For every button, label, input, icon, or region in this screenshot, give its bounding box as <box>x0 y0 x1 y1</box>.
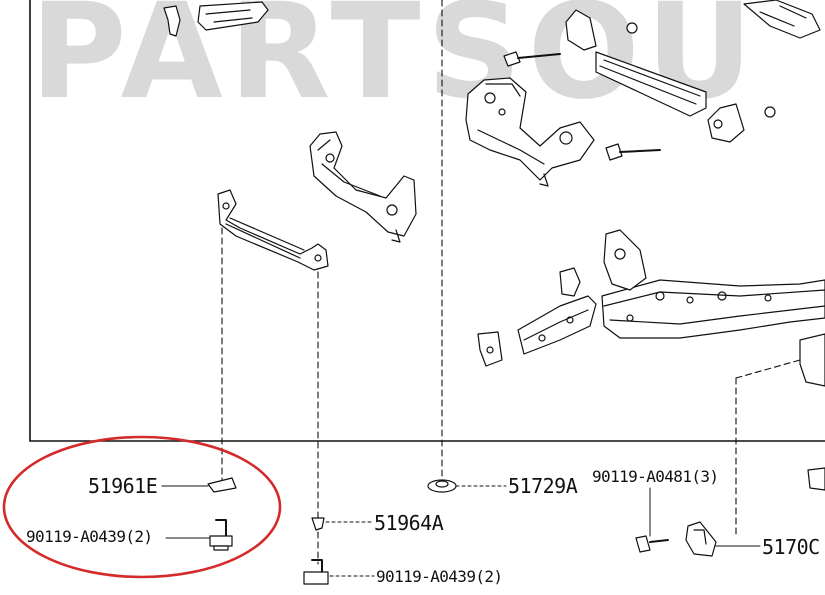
cushion-51729A <box>427 479 457 493</box>
watermark-text: PARTSOU <box>30 0 760 129</box>
diagram-frame <box>29 0 825 442</box>
highlight-ring <box>2 435 282 579</box>
hardware-parts <box>207 477 717 585</box>
bolt-bottom <box>303 559 329 585</box>
right-edge-bracket <box>799 333 825 491</box>
plate-51961E <box>207 477 237 493</box>
center-crossmember <box>309 131 417 243</box>
part-label-90119-A0439-bottom: 90119-A0439(2) <box>376 567 503 586</box>
bolt-right <box>635 535 669 553</box>
upper-bracket-left <box>163 1 269 37</box>
bolt-left <box>209 519 233 551</box>
label-leaders <box>161 485 761 577</box>
dashed-leaders <box>221 0 801 565</box>
stabilizer-bar-bracket <box>217 189 329 271</box>
nut-bracket-5170C <box>685 521 717 557</box>
part-label-51729A: 51729A <box>508 474 578 498</box>
lower-mid-brackets <box>477 267 597 367</box>
cap-51964A <box>311 517 325 531</box>
bolt-top-group <box>503 22 776 161</box>
frame-rail <box>601 229 825 339</box>
part-label-90119-A0439-left: 90119-A0439(2) <box>26 527 153 546</box>
part-label-51964A: 51964A <box>374 511 444 535</box>
part-label-51961E: 51961E <box>88 474 158 498</box>
upper-center-bracket <box>465 77 595 187</box>
part-label-90119-A0481: 90119-A0481(3) <box>592 467 719 486</box>
part-label-5170C: 5170C <box>762 535 820 559</box>
upper-cross-member <box>565 0 821 143</box>
